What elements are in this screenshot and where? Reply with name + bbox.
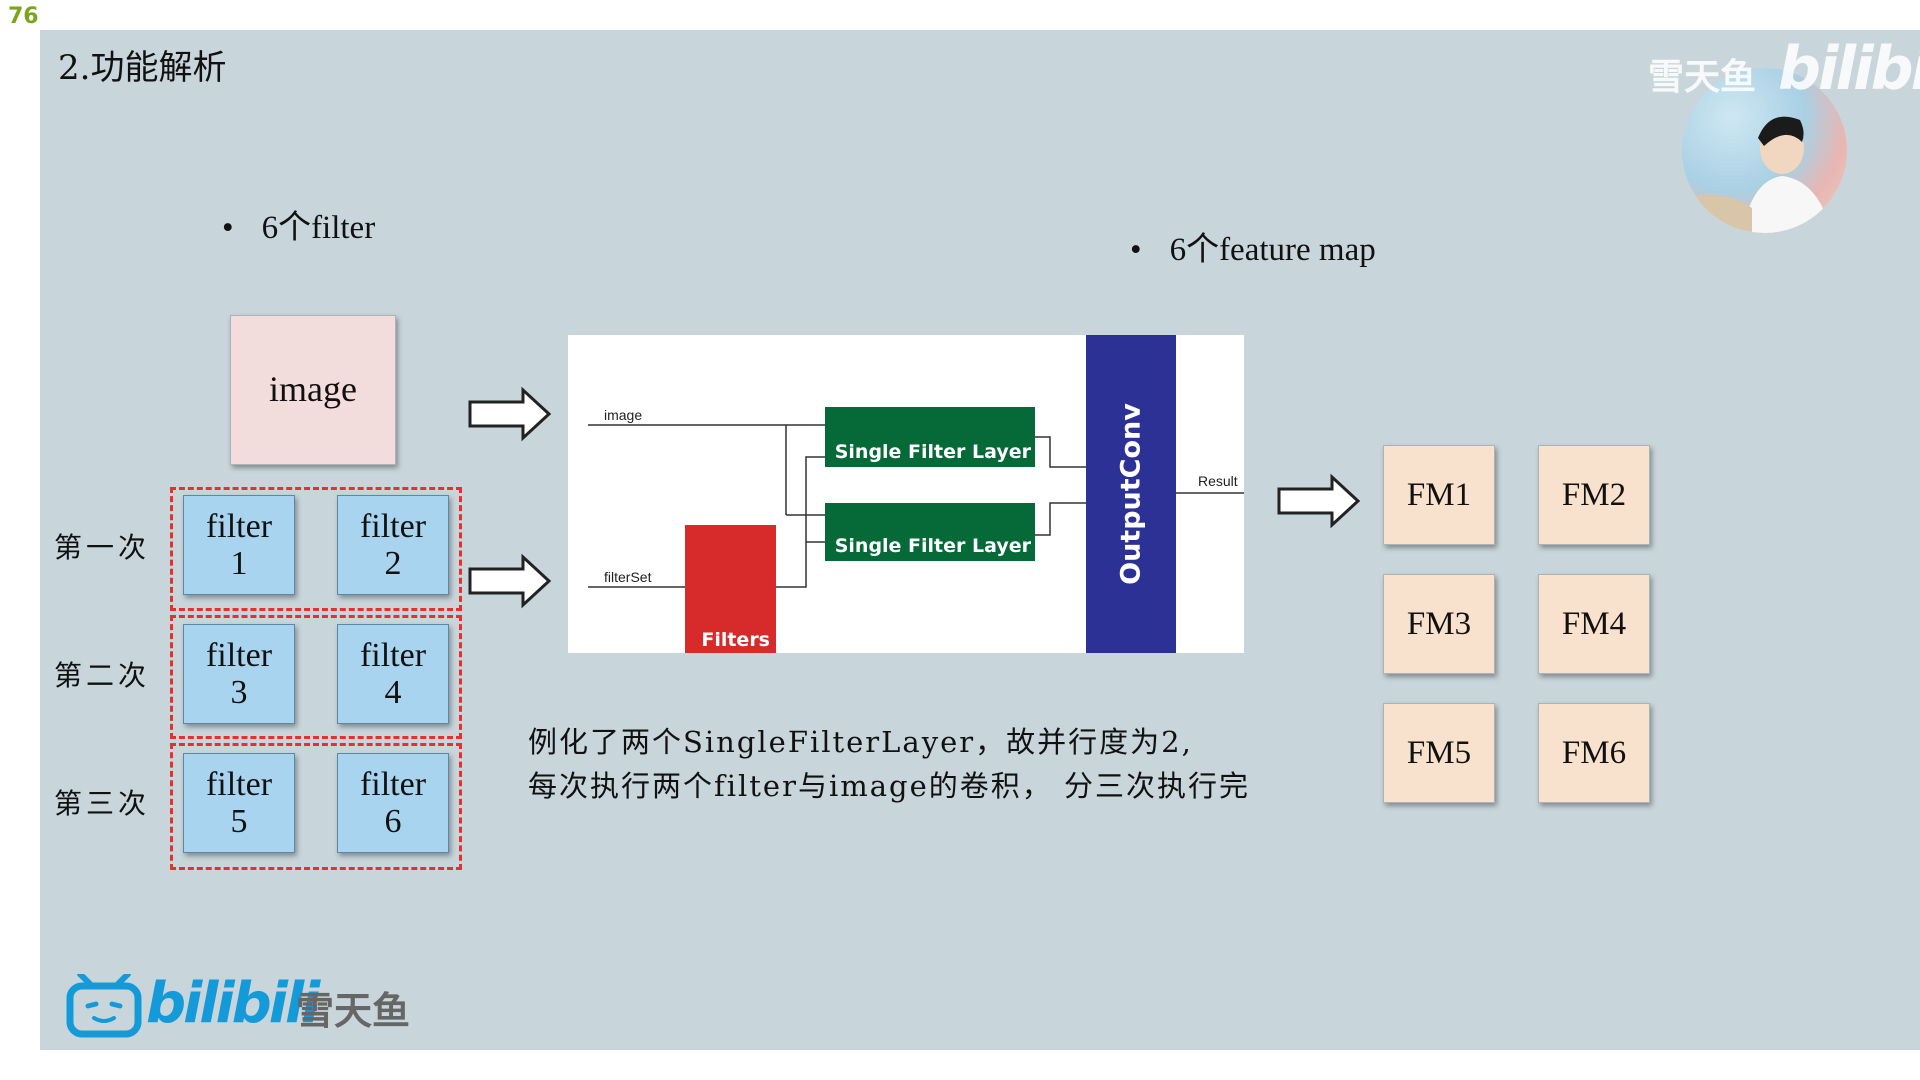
description-line-1: 例化了两个SingleFilterLayer，故并行度为2, bbox=[528, 725, 1193, 759]
image-box: image bbox=[230, 315, 396, 465]
page-number: 76 bbox=[8, 4, 39, 29]
output-conv-label: OutputConv bbox=[1115, 403, 1147, 585]
filter-label: filter bbox=[205, 765, 273, 803]
filter-index: 5 bbox=[230, 803, 248, 840]
single-filter-layer-1-label: Single Filter Layer bbox=[834, 441, 1031, 463]
feature-map-4: FM4 bbox=[1538, 574, 1650, 674]
feature-map-5: FM5 bbox=[1383, 703, 1495, 803]
single-filter-layer-2-label: Single Filter Layer bbox=[834, 535, 1031, 557]
bullet-feature-maps: • 6个feature map bbox=[1130, 222, 1376, 270]
filter-box-4: filter 4 bbox=[337, 624, 449, 724]
round-label-3: 第三次 bbox=[54, 787, 151, 820]
bullet-filters-text: 6个filter bbox=[261, 210, 376, 246]
watermark-author: 雪天鱼 bbox=[1648, 57, 1757, 98]
filter-index: 2 bbox=[384, 545, 402, 582]
filter-box-6: filter 6 bbox=[337, 753, 449, 853]
round-1-frame bbox=[170, 487, 462, 611]
filter-index: 4 bbox=[384, 674, 402, 711]
filter-index: 3 bbox=[230, 674, 248, 711]
watermark-brand: bilibili bbox=[1778, 34, 1920, 104]
right-arrow-icon bbox=[1277, 473, 1361, 529]
right-arrow-icon bbox=[468, 386, 552, 442]
round-label-1: 第一次 bbox=[54, 531, 151, 564]
filter-box-5: filter 5 bbox=[183, 753, 295, 853]
filter-label: filter bbox=[359, 765, 427, 803]
bullet-dot-icon: • bbox=[1130, 232, 1142, 268]
image-box-label: image bbox=[269, 369, 357, 410]
bullet-dot-icon: • bbox=[222, 210, 234, 246]
filter-box-1: filter 1 bbox=[183, 495, 295, 595]
filter-label: filter bbox=[205, 507, 273, 545]
bilibili-tv-icon bbox=[66, 974, 142, 1038]
description-text: 例化了两个SingleFilterLayer，故并行度为2, 每次执行两个fil… bbox=[528, 720, 1250, 808]
feature-map-3: FM3 bbox=[1383, 574, 1495, 674]
filter-label: filter bbox=[359, 507, 427, 545]
feature-map-6: FM6 bbox=[1538, 703, 1650, 803]
right-arrow-icon bbox=[468, 553, 552, 609]
filter-label: filter bbox=[205, 636, 273, 674]
single-filter-layer-2: Single Filter Layer bbox=[825, 503, 1035, 561]
diagram-image-input-label: image bbox=[604, 407, 643, 423]
single-filter-layer-1: Single Filter Layer bbox=[825, 407, 1035, 467]
feature-map-1: FM1 bbox=[1383, 445, 1495, 545]
diagram-filterset-label: filterSet bbox=[604, 569, 652, 585]
filter-index: 1 bbox=[230, 545, 248, 582]
feature-map-2: FM2 bbox=[1538, 445, 1650, 545]
output-conv-block: OutputConv bbox=[1086, 335, 1176, 653]
description-line-2: 每次执行两个filter与image的卷积， 分三次执行完 bbox=[528, 769, 1250, 803]
round-2-frame bbox=[170, 615, 462, 739]
slide-title: 2.功能解析 bbox=[58, 48, 227, 88]
footer-author: 雪天鱼 bbox=[296, 989, 411, 1033]
architecture-diagram: image filterSet Result Single Filter Lay… bbox=[568, 335, 1244, 653]
filter-box-2: filter 2 bbox=[337, 495, 449, 595]
slide-canvas: 2.功能解析 • 6个filter • 6个feature map image fi… bbox=[40, 30, 1920, 1050]
filters-block-label: Filters bbox=[701, 629, 770, 651]
filters-block: Filters bbox=[685, 525, 776, 653]
bullet-feature-maps-text: 6个feature map bbox=[1169, 232, 1376, 268]
filter-label: filter bbox=[359, 636, 427, 674]
footer-brand: bilibili bbox=[146, 971, 320, 1036]
bullet-filters: • 6个filter bbox=[222, 200, 375, 248]
filter-index: 6 bbox=[384, 803, 402, 840]
round-label-2: 第二次 bbox=[54, 659, 151, 692]
diagram-wires bbox=[588, 424, 1244, 588]
round-3-frame bbox=[170, 743, 462, 870]
filter-box-3: filter 3 bbox=[183, 624, 295, 724]
diagram-result-label: Result bbox=[1198, 473, 1238, 489]
